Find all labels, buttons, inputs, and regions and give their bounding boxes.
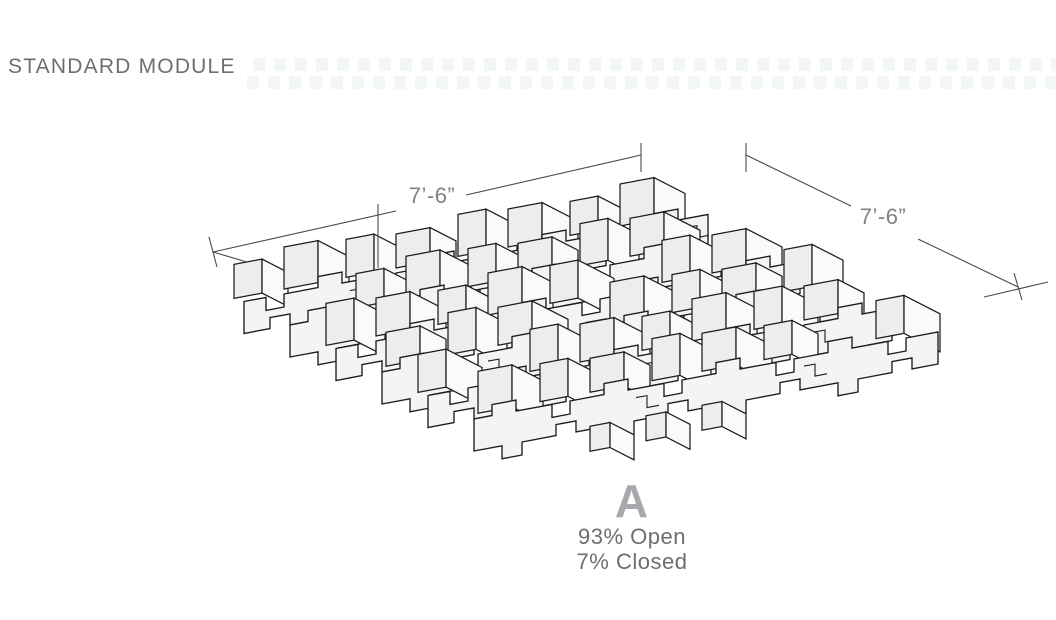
percent-closed-label: 7% Closed	[576, 549, 688, 574]
dimension-label-depth: 7’-6”	[859, 204, 907, 229]
dimension-label-width: 7’-6”	[408, 183, 456, 208]
page-title: STANDARD MODULE	[8, 55, 236, 78]
module-letter: A	[614, 475, 650, 527]
percent-open-label: 93% Open	[578, 524, 686, 549]
